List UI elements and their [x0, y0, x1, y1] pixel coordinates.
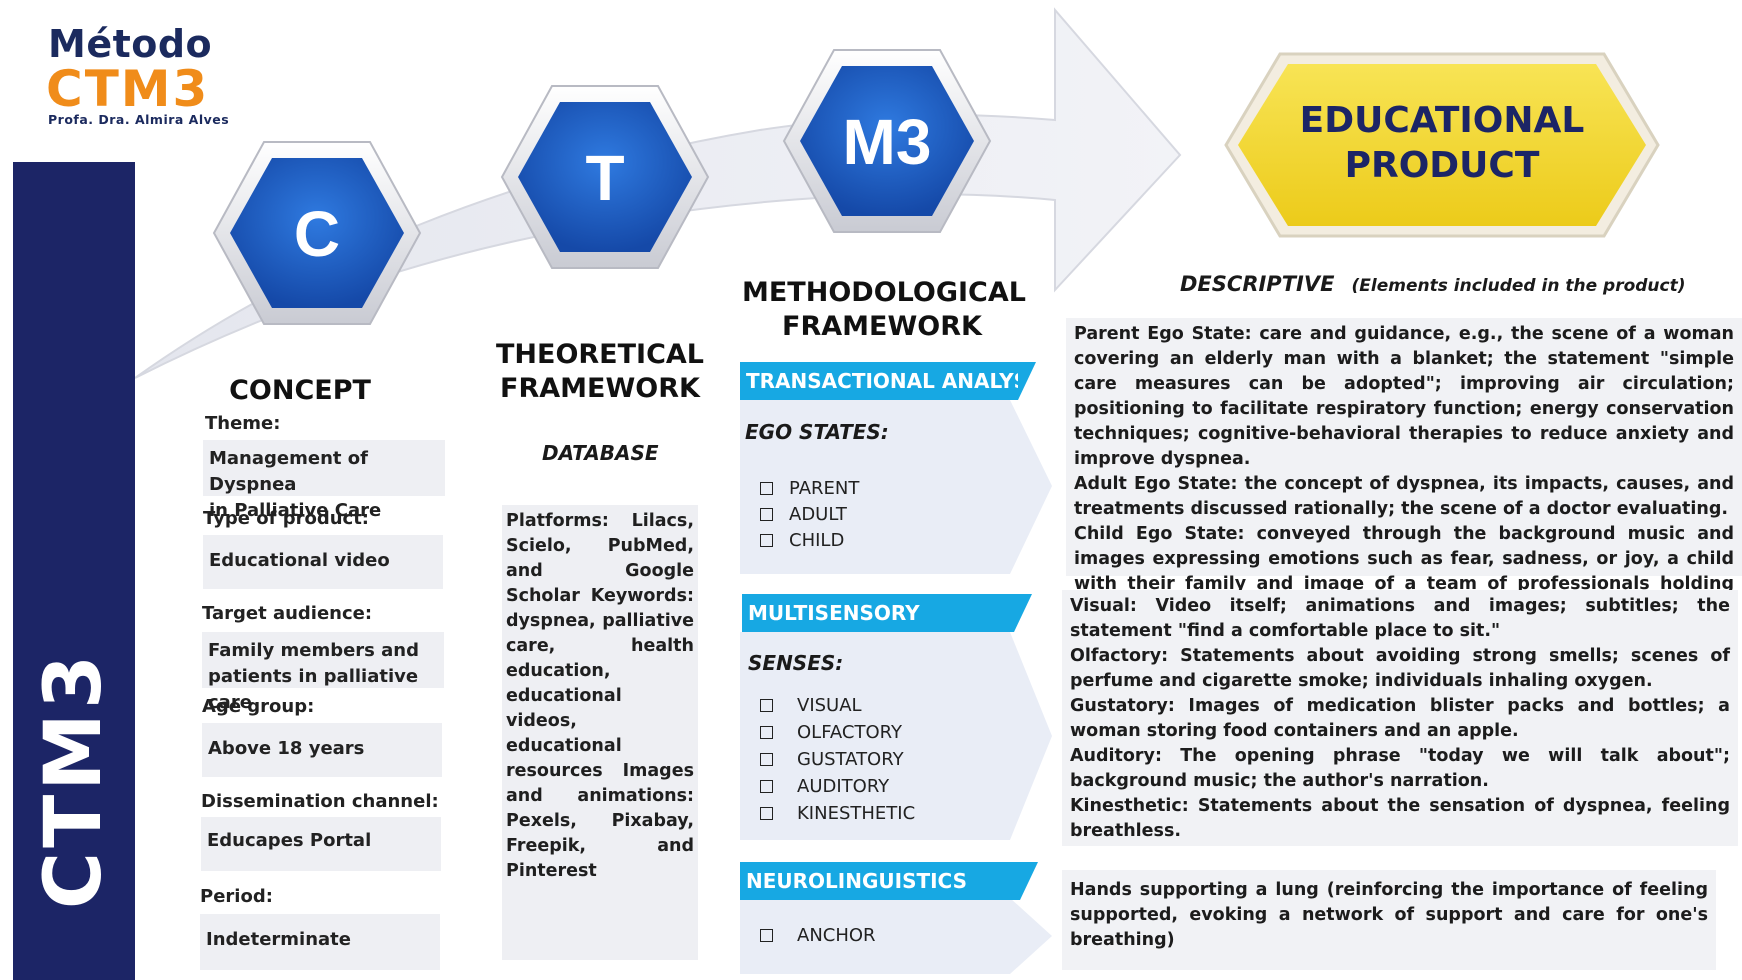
- ego-states-label: EGO STATES:: [745, 420, 889, 444]
- concept-heading: CONCEPT: [229, 375, 371, 406]
- sense-item-olfactory[interactable]: OLFACTORY: [760, 719, 915, 746]
- database-label: DATABASE: [542, 441, 659, 465]
- period-value: Indeterminate: [200, 914, 440, 970]
- ego-item-adult[interactable]: ADULT: [760, 501, 859, 527]
- hexagon-c: C: [212, 141, 422, 325]
- svg-text:T: T: [585, 142, 624, 214]
- senses-list: VISUAL OLFACTORY GUSTATORY AUDITORY KINE…: [760, 692, 915, 827]
- nl-panel: [740, 898, 1052, 974]
- sense-item-kinesthetic[interactable]: KINESTHETIC: [760, 800, 915, 827]
- sidebar: [13, 162, 135, 980]
- svg-text:M3: M3: [843, 106, 932, 178]
- type-value: Educational video: [203, 535, 443, 589]
- database-text: Platforms: Lilacs, Scielo, PubMed, and G…: [502, 505, 698, 960]
- ta-band: TRANSACTIONAL ANALYSIS: [740, 362, 1050, 400]
- ms-band: MULTISENSORY: [742, 594, 1032, 632]
- checkbox[interactable]: [760, 807, 773, 820]
- hexagon-t: T: [500, 85, 710, 269]
- descriptive-heading: DESCRIPTIVE: [1180, 272, 1335, 296]
- age-label: Age group:: [202, 696, 315, 717]
- nl-list: ANCHOR: [760, 922, 876, 948]
- logo-ctm3: CTM3: [46, 60, 210, 118]
- checkbox[interactable]: [760, 780, 773, 793]
- senses-label: SENSES:: [748, 651, 844, 675]
- ego-states-list: PARENT ADULT CHILD: [760, 475, 859, 553]
- age-value: Above 18 years: [202, 723, 442, 777]
- logo-author: Profa. Dra. Almira Alves: [48, 112, 230, 127]
- sense-item-auditory[interactable]: AUDITORY: [760, 773, 915, 800]
- descriptive-subheading: (Elements included in the product): [1351, 276, 1686, 296]
- sense-item-visual[interactable]: VISUAL: [760, 692, 915, 719]
- checkbox[interactable]: [760, 928, 773, 942]
- checkbox[interactable]: [760, 481, 773, 495]
- educational-product-hexagon: [1224, 52, 1660, 238]
- period-label: Period:: [200, 886, 273, 907]
- checkbox[interactable]: [760, 726, 773, 739]
- ego-item-parent[interactable]: PARENT: [760, 475, 859, 501]
- checkbox[interactable]: [760, 533, 773, 547]
- svg-text:C: C: [294, 198, 340, 270]
- hexagon-m3: M3: [782, 49, 992, 233]
- ta-panel: [740, 400, 1052, 574]
- type-label: Type of product:: [203, 508, 369, 529]
- descriptive-nl-box: Hands supporting a lung (reinforcing the…: [1062, 870, 1716, 970]
- channel-label: Dissemination channel:: [201, 791, 439, 812]
- educational-product-title: EDUCATIONAL PRODUCT: [1299, 100, 1585, 186]
- sidebar-label: CTM3: [29, 650, 119, 910]
- checkbox[interactable]: [760, 507, 773, 521]
- logo-metodo: Método: [48, 22, 213, 66]
- descriptive-header: DESCRIPTIVE (Elements included in the pr…: [1180, 272, 1686, 296]
- audience-label: Target audience:: [202, 603, 373, 624]
- descriptive-ego-box: Parent Ego State: care and guidance, e.g…: [1066, 318, 1742, 619]
- checkbox[interactable]: [760, 753, 773, 766]
- sense-item-gustatory[interactable]: GUSTATORY: [760, 746, 915, 773]
- ego-item-child[interactable]: CHILD: [760, 527, 859, 553]
- nl-item-anchor[interactable]: ANCHOR: [760, 922, 876, 948]
- checkbox[interactable]: [760, 699, 773, 712]
- descriptive-senses-box: Visual: Video itself; animations and ima…: [1062, 590, 1738, 846]
- ms-panel: [740, 632, 1052, 840]
- channel-value: Educapes Portal: [201, 817, 441, 871]
- theme-label: Theme:: [205, 413, 281, 434]
- nl-band: NEUROLINGUISTICS: [740, 862, 1038, 900]
